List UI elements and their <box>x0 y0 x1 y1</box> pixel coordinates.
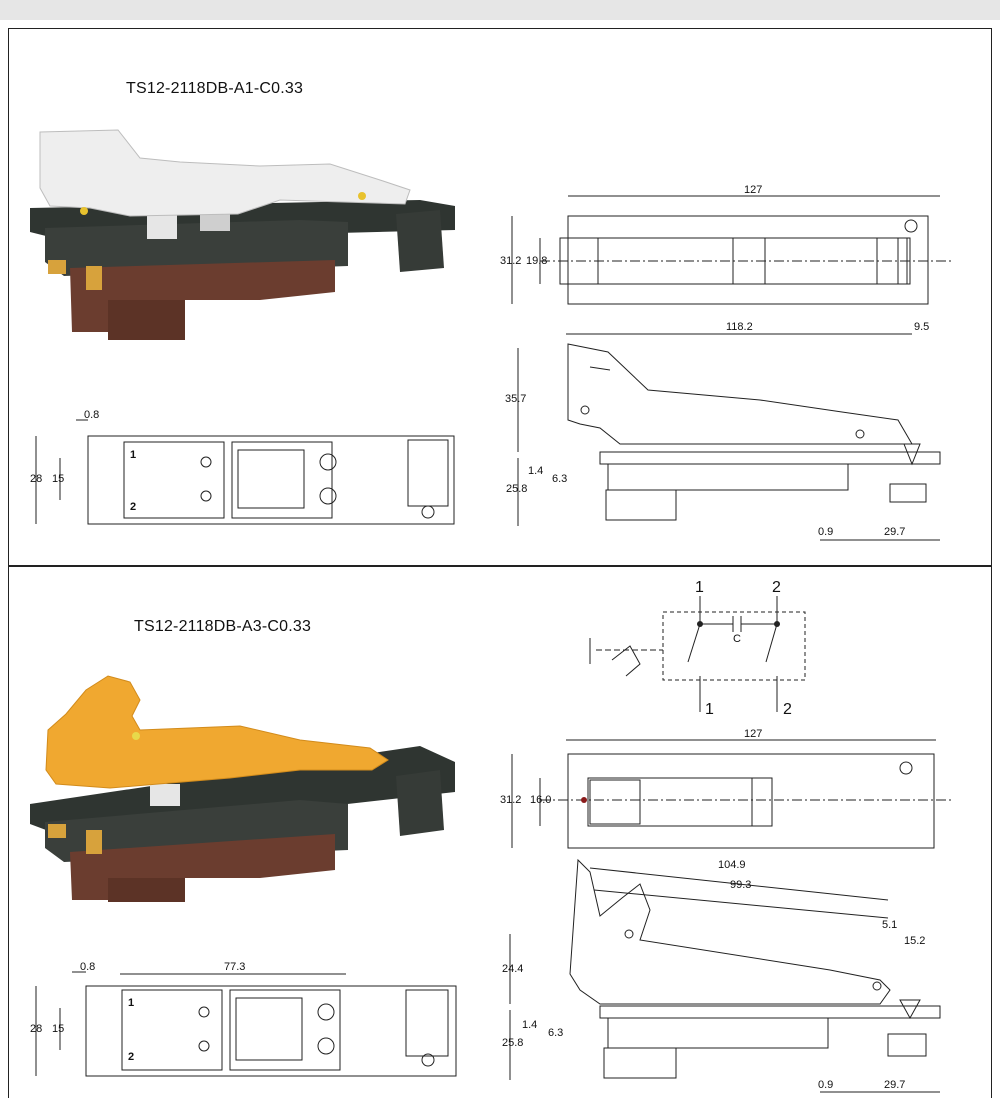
model-title-a1: TS12-2118DB-A1-C0.33 <box>126 80 304 97</box>
switch-render-white <box>30 129 455 340</box>
dim-length: 77.3 <box>224 961 245 973</box>
dim-inner: 16.0 <box>530 794 551 806</box>
bottom-view-a1 <box>35 419 455 525</box>
capacitor-label: C <box>733 633 741 645</box>
dim-o2: 15.2 <box>904 935 925 947</box>
dim-len2: 99.3 <box>730 879 751 891</box>
dim-d1: 1.4 <box>528 465 543 477</box>
dim-d4: 0.9 <box>818 1079 833 1091</box>
dim-inner: 19.8 <box>526 255 547 267</box>
top-view-a1 <box>511 195 952 305</box>
dim-width: 31.2 <box>500 255 521 267</box>
dim-d2: 6.3 <box>552 473 567 485</box>
dim-d5: 29.7 <box>884 1079 905 1091</box>
panel-divider <box>8 565 992 567</box>
dim-height: 35.7 <box>505 393 526 405</box>
bottom-terminal-label-2: 2 <box>783 701 792 718</box>
switch-render-orange <box>30 675 455 902</box>
pin-label-1: 1 <box>130 449 136 461</box>
dim-height: 24.4 <box>502 963 523 975</box>
window-top-bar <box>0 0 1000 20</box>
dim-width: 28 <box>30 1023 42 1035</box>
dim-offset: 9.5 <box>914 321 929 333</box>
dim-length: 127 <box>744 728 762 740</box>
dim-o1: 5.1 <box>882 919 897 931</box>
pin-label-1: 1 <box>128 997 134 1009</box>
terminal-label-1: 1 <box>695 579 704 596</box>
dim-gap: 0.8 <box>84 409 99 421</box>
dim-d5: 29.7 <box>884 526 905 538</box>
model-title-a3: TS12-2118DB-A3-C0.33 <box>134 618 312 635</box>
bottom-terminal-label-1: 1 <box>705 701 714 718</box>
dim-length: 118.2 <box>726 321 753 333</box>
dim-gap: 0.8 <box>80 961 95 973</box>
dim-len1: 104.9 <box>718 859 746 871</box>
top-view-a3 <box>511 739 952 849</box>
dim-d3: 25.8 <box>506 483 527 495</box>
dim-d4: 0.9 <box>818 526 833 538</box>
pin-label-2: 2 <box>130 501 136 513</box>
dim-width: 31.2 <box>500 794 521 806</box>
terminal-label-2: 2 <box>772 579 781 596</box>
pin-label-2: 2 <box>128 1051 134 1063</box>
dim-inner: 15 <box>52 473 64 485</box>
dim-length: 127 <box>744 184 762 196</box>
bottom-view-a3 <box>35 971 457 1077</box>
dim-d3: 25.8 <box>502 1037 523 1049</box>
side-view-a1 <box>517 333 941 541</box>
dim-d2: 6.3 <box>548 1027 563 1039</box>
dim-width: 28 <box>30 473 42 485</box>
circuit-schematic <box>589 596 806 712</box>
drawing-sheet <box>8 28 992 1098</box>
dim-inner: 15 <box>52 1023 64 1035</box>
side-view-a3 <box>509 858 941 1093</box>
dim-d1: 1.4 <box>522 1019 537 1031</box>
